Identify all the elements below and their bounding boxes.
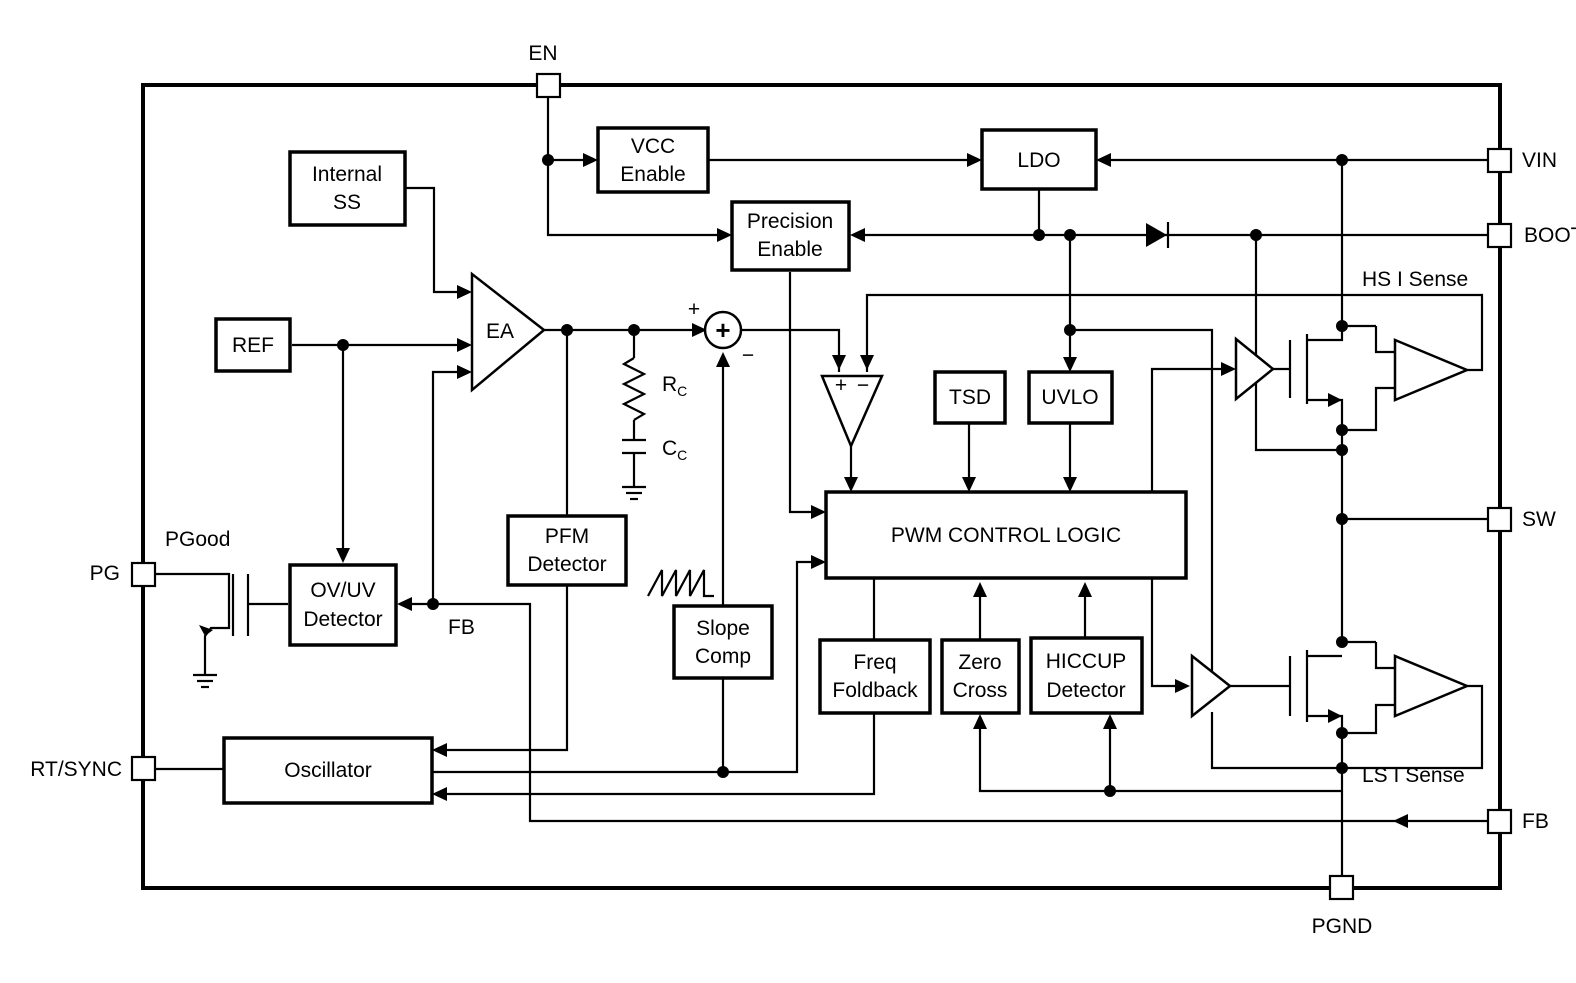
hs-sense-label: HS I Sense <box>1362 268 1468 291</box>
summer-plus: + <box>715 315 730 345</box>
freq-line2: Foldback <box>832 679 918 702</box>
block-precision-enable: Precision Enable <box>730 200 851 272</box>
pin-pgnd: PGND <box>1312 874 1373 938</box>
summer-plus-label: + <box>688 298 700 321</box>
block-internal-ss: Internal SS <box>288 150 407 227</box>
pin-en: EN <box>528 42 562 99</box>
rc-label: RC <box>662 373 687 399</box>
ls-sense-amp <box>1393 654 1471 718</box>
block-vcc-enable: VCC Enable <box>596 126 710 194</box>
cc-label: CC <box>662 437 687 463</box>
pin-en-label: EN <box>528 42 557 65</box>
summer-minus-label: − <box>742 344 754 367</box>
pfm-line1: PFM <box>545 525 589 548</box>
rc-sub: C <box>677 383 687 399</box>
pwm-label: PWM CONTROL LOGIC <box>891 524 1121 547</box>
block-ovuv-detector: OV/UV Detector <box>288 563 398 647</box>
zero-line2: Cross <box>953 679 1008 702</box>
ovuv-line1: OV/UV <box>310 579 375 602</box>
wires <box>155 97 1488 876</box>
block-tsd: TSD <box>933 370 1007 425</box>
block-oscillator: Oscillator <box>222 736 434 805</box>
pin-rtsync: RT/SYNC <box>30 755 157 782</box>
block-pfm-detector: PFM Detector <box>506 514 628 587</box>
ea-label: EA <box>486 320 514 343</box>
block-ref: REF <box>214 317 292 373</box>
pin-pg: PG <box>90 561 157 588</box>
pin-sw: SW <box>1486 506 1556 533</box>
oscillator-label: Oscillator <box>284 759 372 782</box>
hiccup-line1: HICCUP <box>1046 650 1127 673</box>
freq-line1: Freq <box>853 651 896 674</box>
pgood-label: PGood <box>165 528 230 551</box>
precision-enable-line2: Enable <box>757 238 822 261</box>
arrowheads <box>199 153 1408 828</box>
comparator-minus: − <box>857 374 869 397</box>
hiccup-line2: Detector <box>1046 679 1125 702</box>
summing-node: + + − <box>688 298 754 367</box>
ls-sense-label: LS I Sense <box>1362 764 1465 787</box>
pin-vin-label: VIN <box>1522 149 1557 172</box>
uvlo-label: UVLO <box>1041 386 1098 409</box>
pin-vin: VIN <box>1486 147 1557 174</box>
vcc-enable-line2: Enable <box>620 163 685 186</box>
internal-ss-line1: Internal <box>312 163 382 186</box>
pwm-comparator <box>820 374 884 450</box>
pin-fb-label: FB <box>1522 810 1549 833</box>
ls-gate-driver <box>1190 653 1233 719</box>
precision-enable-line1: Precision <box>747 210 833 233</box>
comparator-plus: + <box>835 374 847 397</box>
block-hiccup-detector: HICCUP Detector <box>1029 636 1144 715</box>
pin-pgnd-label: PGND <box>1312 915 1373 938</box>
sawtooth-icon <box>647 569 714 598</box>
pin-sw-label: SW <box>1522 508 1556 531</box>
pin-boot-label: BOOT <box>1524 224 1576 247</box>
vcc-enable-line1: VCC <box>631 135 675 158</box>
hs-sense-amp <box>1393 338 1471 402</box>
cc-sub: C <box>677 447 687 463</box>
ldo-label: LDO <box>1017 149 1060 172</box>
zero-line1: Zero <box>958 651 1001 674</box>
ea-amplifier <box>470 271 546 393</box>
block-slope-comp: Slope Comp <box>672 604 774 680</box>
ref-label: REF <box>232 334 274 357</box>
slope-line2: Comp <box>695 645 751 668</box>
pin-rtsync-label: RT/SYNC <box>30 758 122 781</box>
fb-internal-label: FB <box>448 616 475 639</box>
junctions <box>337 154 1348 797</box>
cc-main: C <box>662 437 677 460</box>
pin-boot: BOOT <box>1486 222 1576 249</box>
block-freq-foldback: Freq Foldback <box>818 638 932 715</box>
ovuv-line2: Detector <box>303 608 382 631</box>
block-zero-cross: Zero Cross <box>940 638 1021 715</box>
boot-diode-icon <box>1146 222 1170 248</box>
internal-ss-line2: SS <box>333 191 361 214</box>
hs-gate-driver <box>1234 336 1275 402</box>
rc-main: R <box>662 373 677 396</box>
pin-pg-label: PG <box>90 562 120 585</box>
chip-boundary <box>141 83 1502 890</box>
block-pwm-control-logic: PWM CONTROL LOGIC <box>824 490 1188 580</box>
pfm-line2: Detector <box>527 553 606 576</box>
tsd-label: TSD <box>949 386 991 409</box>
slope-line1: Slope <box>696 617 750 640</box>
pin-fb: FB <box>1486 808 1549 835</box>
block-ldo: LDO <box>980 128 1098 191</box>
block-uvlo: UVLO <box>1027 370 1114 425</box>
